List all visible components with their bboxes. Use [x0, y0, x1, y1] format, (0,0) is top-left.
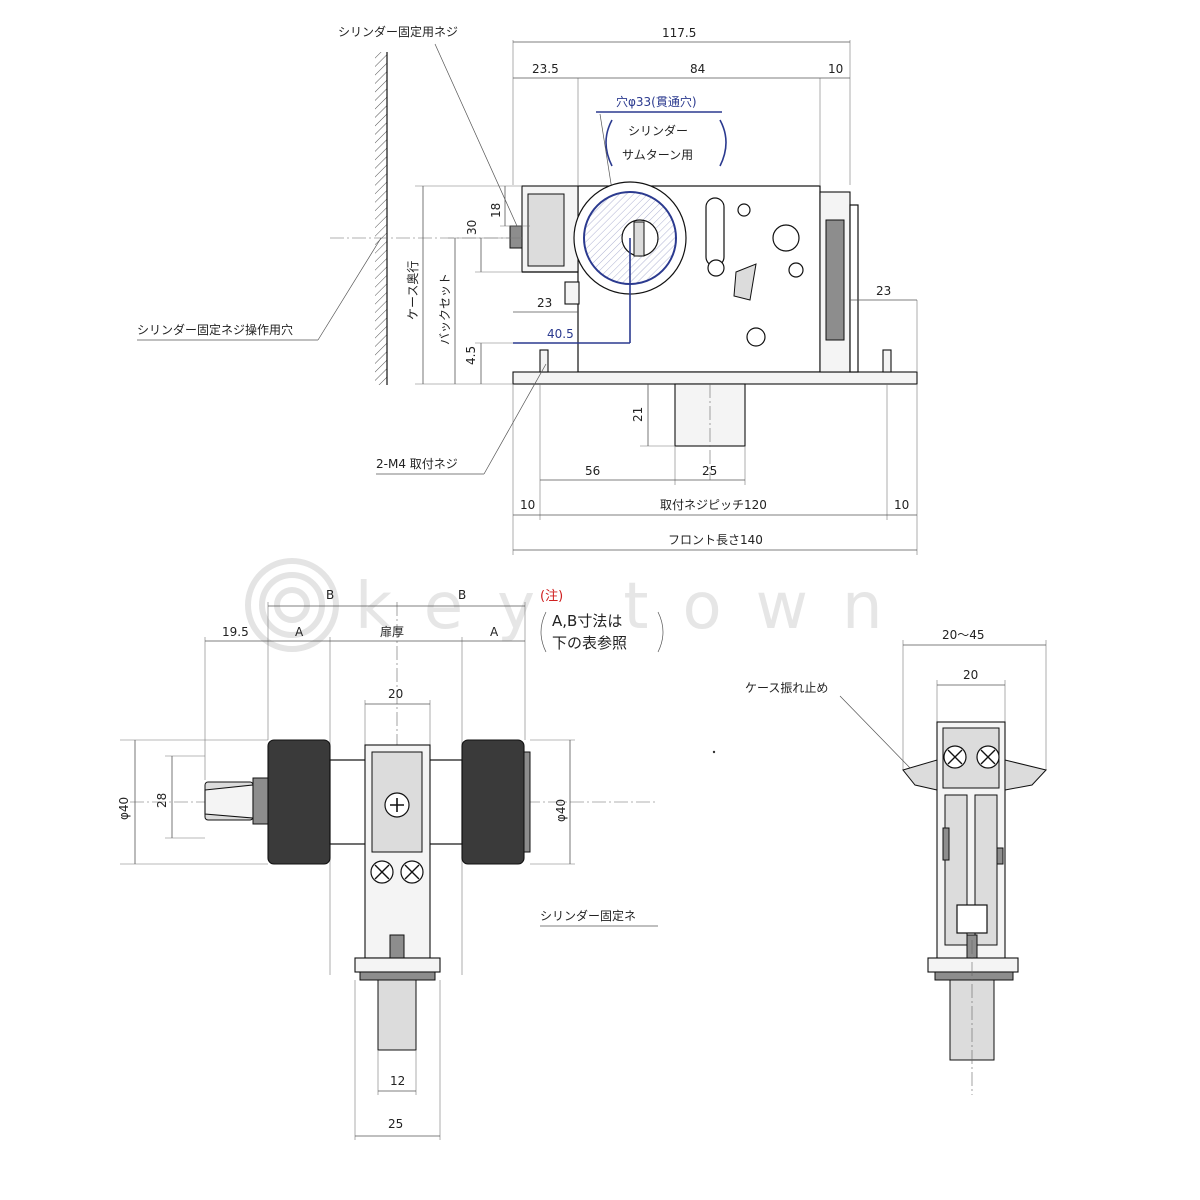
watermark-logo-icon — [245, 558, 339, 652]
side-view: 20～45 20 ケース振れ止め — [745, 628, 1047, 1095]
screw-hole-label: シリンダー固定ネジ操作用穴 — [137, 322, 293, 337]
dim-12: 12 — [390, 1074, 405, 1088]
left-rose — [267, 739, 331, 865]
dim-25-top: 25 — [702, 464, 717, 478]
bolt-front — [377, 979, 417, 1051]
dim-a-right: A — [490, 625, 499, 639]
dim-23-right: 23 — [876, 284, 891, 298]
dim-10-left: 10 — [520, 498, 535, 512]
note-line1: A,B寸法は — [552, 612, 622, 630]
dim-4-5: 4.5 — [464, 346, 478, 365]
stray-dot — [712, 750, 716, 754]
dim-b-right: B — [458, 588, 466, 602]
mount-screw-label: 2-M4 取付ネジ — [376, 457, 458, 471]
dim-b-left: B — [326, 588, 334, 602]
dim-19-5: 19.5 — [222, 625, 249, 639]
case-stopper-label: ケース振れ止め — [745, 681, 828, 695]
dim-20-side: 20 — [963, 668, 978, 682]
door-wall — [375, 52, 387, 385]
dim-front-length: フロント長さ140 — [668, 533, 763, 547]
dim-23-5: 23.5 — [532, 62, 559, 76]
dim-21: 21 — [631, 407, 645, 422]
dim-117-5: 117.5 — [662, 26, 696, 40]
dim-phi40-right: φ40 — [554, 799, 568, 822]
dim-10: 10 — [828, 62, 843, 76]
dim-40-5: 40.5 — [547, 327, 574, 341]
dim-20: 20 — [388, 687, 403, 701]
dim-10-right: 10 — [894, 498, 909, 512]
hole-label: 穴φ33(貫通穴) — [616, 94, 697, 109]
front-view: B B 19.5 A 扉厚 A (注) A,B寸法は 下の表参照 20 — [117, 588, 664, 1140]
dim-84: 84 — [690, 62, 705, 76]
watermark-text: key town — [355, 570, 917, 644]
cylinder-label-line1: シリンダー — [628, 123, 688, 138]
watermark: key town — [245, 558, 917, 652]
dim-a-left: A — [295, 625, 304, 639]
dim-23-left: 23 — [537, 296, 552, 310]
note-mark: (注) — [540, 589, 563, 604]
case-depth-label: ケース奥行 — [406, 261, 420, 320]
dim-door-thickness: 扉厚 — [380, 625, 404, 639]
dim-25-front: 25 — [388, 1117, 403, 1131]
front-plate — [512, 371, 918, 385]
dim-56: 56 — [585, 464, 600, 478]
top-view: 117.5 23.5 84 10 穴φ33(貫通穴) シリンダー サムターン用 — [137, 24, 918, 555]
note-line2: 下の表参照 — [552, 634, 627, 652]
dim-18: 18 — [489, 203, 503, 218]
dim-phi40-left: φ40 — [117, 797, 131, 820]
backset-label: バックセット — [438, 273, 452, 345]
right-rose — [461, 739, 525, 865]
cylinder-screw-label: シリンダー固定用ネジ — [338, 24, 458, 39]
dim-pitch-120: 取付ネジピッチ120 — [660, 498, 767, 512]
cylinder-label-line2: サムターン用 — [622, 148, 693, 162]
dim-30: 30 — [465, 220, 479, 235]
cylinder-screw-front-label: シリンダー固定ネ — [540, 908, 636, 923]
dim-28: 28 — [155, 793, 169, 808]
dim-20-45: 20～45 — [942, 628, 985, 642]
